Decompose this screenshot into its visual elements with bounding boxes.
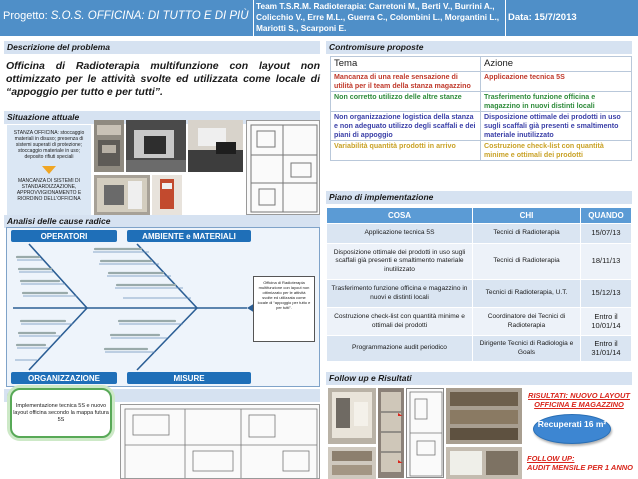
project-label: Progetto: [3, 10, 51, 22]
header-cosa: COSA [326, 207, 473, 224]
results-title: RISULTATI: NUOVO LAYOUT OFFICINA E MAGAZ… [528, 391, 630, 409]
table-row: Disposizione ottimale dei prodotti in us… [326, 243, 632, 280]
category-operatori [11, 230, 117, 242]
azione-cell: Costruzione check-list con quantità mini… [480, 140, 632, 162]
category-misure-label: MISURE [173, 374, 205, 383]
plan-cosa: Programmazione audit periodico [326, 335, 473, 362]
plan-quando: 18/11/13 [580, 243, 632, 280]
plan-quando: 15/12/13 [580, 279, 632, 308]
followup-photo-1 [328, 388, 376, 444]
tema-cell: Non organizzazione logistica della stanz… [330, 111, 481, 142]
header-tema: Tema [330, 56, 481, 72]
project-title: Progetto: S.O.S. OFFICINA: DI TUTTO E DI… [3, 10, 249, 22]
table-row: Programmazione audit periodico Dirigente… [326, 335, 632, 362]
category-organizzazione-label: ORGANIZZAZIONE [28, 374, 101, 383]
plan-chi: Tecnici di Radioterapia [472, 243, 581, 280]
red-arrow-icon [378, 455, 404, 463]
plan-quando: Entro il 10/01/14 [580, 307, 632, 336]
category-organizzazione [11, 372, 117, 384]
down-arrow-icon [42, 166, 56, 174]
tema-cell: Variabilità quantità prodotti in arrivo [330, 140, 481, 162]
objective-box: Implementazione tecnica 5S e nuovo layou… [10, 388, 112, 438]
red-arrow-icon [378, 408, 404, 416]
situation-note-block1: STANZA OFFICINA: stoccaggio materiali in… [13, 130, 85, 160]
situation-photo-1 [94, 120, 124, 172]
plan-chi: Tecnici di Radioterapia [472, 223, 581, 244]
azione-cell: Disposizione ottimale dei prodotti in us… [480, 111, 632, 142]
table-row: Mancanza di una reale sensazione di util… [330, 70, 632, 93]
fishbone-effect-box: Officina di Radioterapia multifunzione c… [253, 276, 315, 342]
plan-quando: Entro il 31/01/14 [580, 335, 632, 362]
section-bar-countermeasures: Contromisure proposte [326, 41, 632, 54]
project-name: S.O.S. OFFICINA: DI TUTTO E DI PIÙ [50, 10, 249, 22]
azione-cell: Trasferimento funzione officina e magazz… [480, 91, 632, 113]
table-row: Trasferimento funzione officina e magazz… [326, 279, 632, 308]
section-bar-plan: Piano di implementazione [326, 191, 632, 204]
header-bar: Progetto: S.O.S. OFFICINA: DI TUTTO E DI… [0, 0, 638, 36]
table-row: Applicazione tecnica 5S Tecnici di Radio… [326, 223, 632, 244]
plan-cosa: Costruzione check-list con quantità mini… [326, 307, 473, 336]
situation-photo-4 [94, 175, 150, 215]
plan-chi: Dirigente Tecnici di Radiologia e Goals [472, 335, 581, 362]
countermeasures-table: Tema Azione Mancanza di una reale sensaz… [330, 56, 632, 162]
section-bar-problem: Descrizione del problema [4, 41, 320, 54]
header-divider [253, 0, 254, 36]
situation-floorplan [246, 120, 320, 215]
followup-photo-5 [446, 447, 522, 479]
fishbone-diagram: OPERATORI AMBIENTE e MATERIALI ORGANIZZA… [6, 227, 320, 387]
followup-photo-3 [328, 447, 376, 479]
category-ambiente-label: AMBIENTE e MATERIALI [142, 232, 236, 241]
countermeasures-header-row: Tema Azione [330, 56, 632, 72]
table-row: Variabilità quantità prodotti in arrivo … [330, 140, 632, 162]
category-operatori-label: OPERATORI [41, 232, 88, 241]
category-ambiente [127, 230, 251, 242]
followup-photo-4 [446, 388, 522, 444]
section-bar-followup: Follow up e Risultati [326, 372, 632, 385]
plan-quando: 15/07/13 [580, 223, 632, 244]
objective-floorplan [120, 404, 320, 479]
table-row: Costruzione check-list con quantità mini… [326, 307, 632, 336]
plan-chi: Tecnici di Radioterapia, U.T. [472, 279, 581, 308]
tema-cell: Non corretto utilizzo delle altre stanze [330, 91, 481, 113]
implementation-plan-table: COSA CHI QUANDO Applicazione tecnica 5S … [326, 207, 632, 362]
header-chi: CHI [472, 207, 581, 224]
situation-photo-3 [188, 120, 243, 172]
category-misure [127, 372, 251, 384]
recovered-area-oval: Recuperati 16 m² [533, 414, 611, 444]
situation-photo-5 [152, 175, 182, 215]
situation-note-block2: MANCANZA DI SISTEMI DI STANDARDIZZAZIONE… [16, 178, 82, 202]
followup-note: FOLLOW UP: AUDIT MENSILE PER 1 ANNO [527, 454, 635, 472]
plan-cosa: Trasferimento funzione officina e magazz… [326, 279, 473, 308]
followup-floorplan-1 [406, 388, 444, 478]
situation-note: STANZA OFFICINA: stoccaggio materiali in… [7, 125, 91, 215]
header-azione: Azione [480, 56, 632, 72]
problem-description: Officina di Radioterapia multifunzione c… [6, 60, 320, 98]
azione-cell: Applicazione tecnica 5S [480, 70, 632, 93]
header-quando: QUANDO [580, 207, 632, 224]
tema-cell: Mancanza di una reale sensazione di util… [330, 70, 481, 93]
date-label: Data: 15/7/2013 [508, 12, 577, 23]
plan-header-row: COSA CHI QUANDO [326, 207, 632, 224]
followup-photo-2 [378, 388, 404, 478]
followup-label: FOLLOW UP: [527, 454, 575, 463]
section-bar-analysis: Analisi delle cause radice [4, 215, 320, 228]
table-row: Non organizzazione logistica della stanz… [330, 111, 632, 142]
table-row: Non corretto utilizzo delle altre stanze… [330, 91, 632, 113]
situation-photo-2 [126, 120, 186, 172]
plan-chi: Coordinatore dei Tecnici di Radioterapia [472, 307, 581, 336]
header-divider [505, 0, 506, 36]
plan-cosa: Applicazione tecnica 5S [326, 223, 473, 244]
plan-cosa: Disposizione ottimale dei prodotti in us… [326, 243, 473, 280]
team-members: Team T.S.R.M. Radioterapia: Carretoni M.… [256, 1, 500, 33]
followup-text: AUDIT MENSILE PER 1 ANNO [527, 463, 633, 472]
